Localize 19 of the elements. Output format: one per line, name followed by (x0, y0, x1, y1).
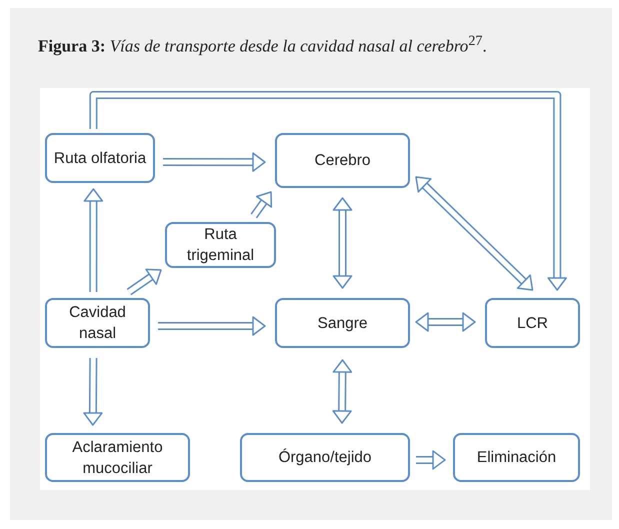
process-box (485, 298, 580, 348)
node-label: LCR (516, 314, 548, 334)
process-box (45, 433, 190, 482)
process-box (275, 298, 410, 348)
node-label: Ruta trigeminal (186, 225, 256, 266)
node-label: Órgano/tejido (278, 448, 372, 468)
process-box (45, 298, 150, 348)
process-box (453, 433, 580, 482)
node-label: Cavidad nasal (68, 303, 127, 344)
node-label: Cerebro (314, 151, 370, 171)
node-label: Ruta olfatoria (54, 148, 146, 168)
process-box (240, 433, 410, 482)
process-box (275, 133, 410, 188)
node-label: Aclaramiento mucociliar (71, 438, 164, 478)
node-label: Sangre (318, 314, 368, 334)
figure-title: Figura 3: Vías de transporte desde la cavidad nasal al cerebro$^{27}$. (38, 32, 488, 58)
node-label: Eliminación (476, 448, 556, 468)
process-box (165, 222, 276, 268)
process-box (45, 133, 155, 183)
